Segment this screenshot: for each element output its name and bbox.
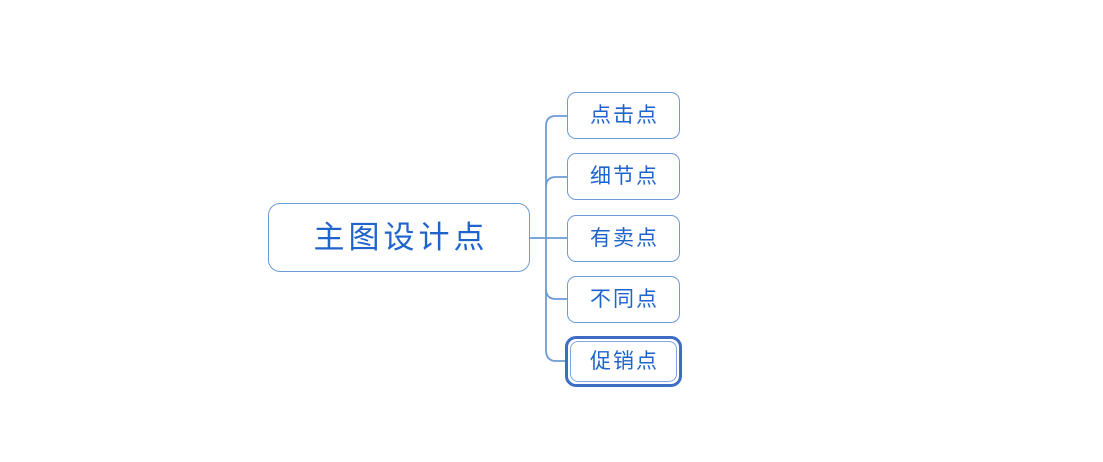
mindmap-node-4-label: 不同点 bbox=[590, 288, 659, 311]
mindmap-node-2[interactable]: 细节点 bbox=[567, 153, 680, 200]
connector-branch-2 bbox=[545, 176, 567, 188]
selection-inner-frame: 促销点 bbox=[570, 341, 677, 382]
mindmap-node-1-label: 点击点 bbox=[590, 104, 659, 127]
mindmap-node-1[interactable]: 点击点 bbox=[567, 92, 680, 139]
connector-branch-5 bbox=[545, 349, 567, 362]
mindmap-node-4[interactable]: 不同点 bbox=[567, 276, 680, 323]
mindmap-node-3-label: 有卖点 bbox=[590, 227, 659, 250]
connector-branch-4 bbox=[545, 288, 567, 300]
mindmap-node-2-label: 细节点 bbox=[590, 165, 659, 188]
mindmap-root-label: 主图设计点 bbox=[313, 220, 489, 255]
mindmap-node-3[interactable]: 有卖点 bbox=[567, 215, 680, 262]
mindmap-root-node[interactable]: 主图设计点 bbox=[268, 203, 530, 272]
mindmap-node-5-label: 促销点 bbox=[590, 350, 659, 373]
mindmap-node-5-selected[interactable]: 促销点 bbox=[565, 336, 682, 387]
connector-branch-1 bbox=[545, 115, 567, 127]
